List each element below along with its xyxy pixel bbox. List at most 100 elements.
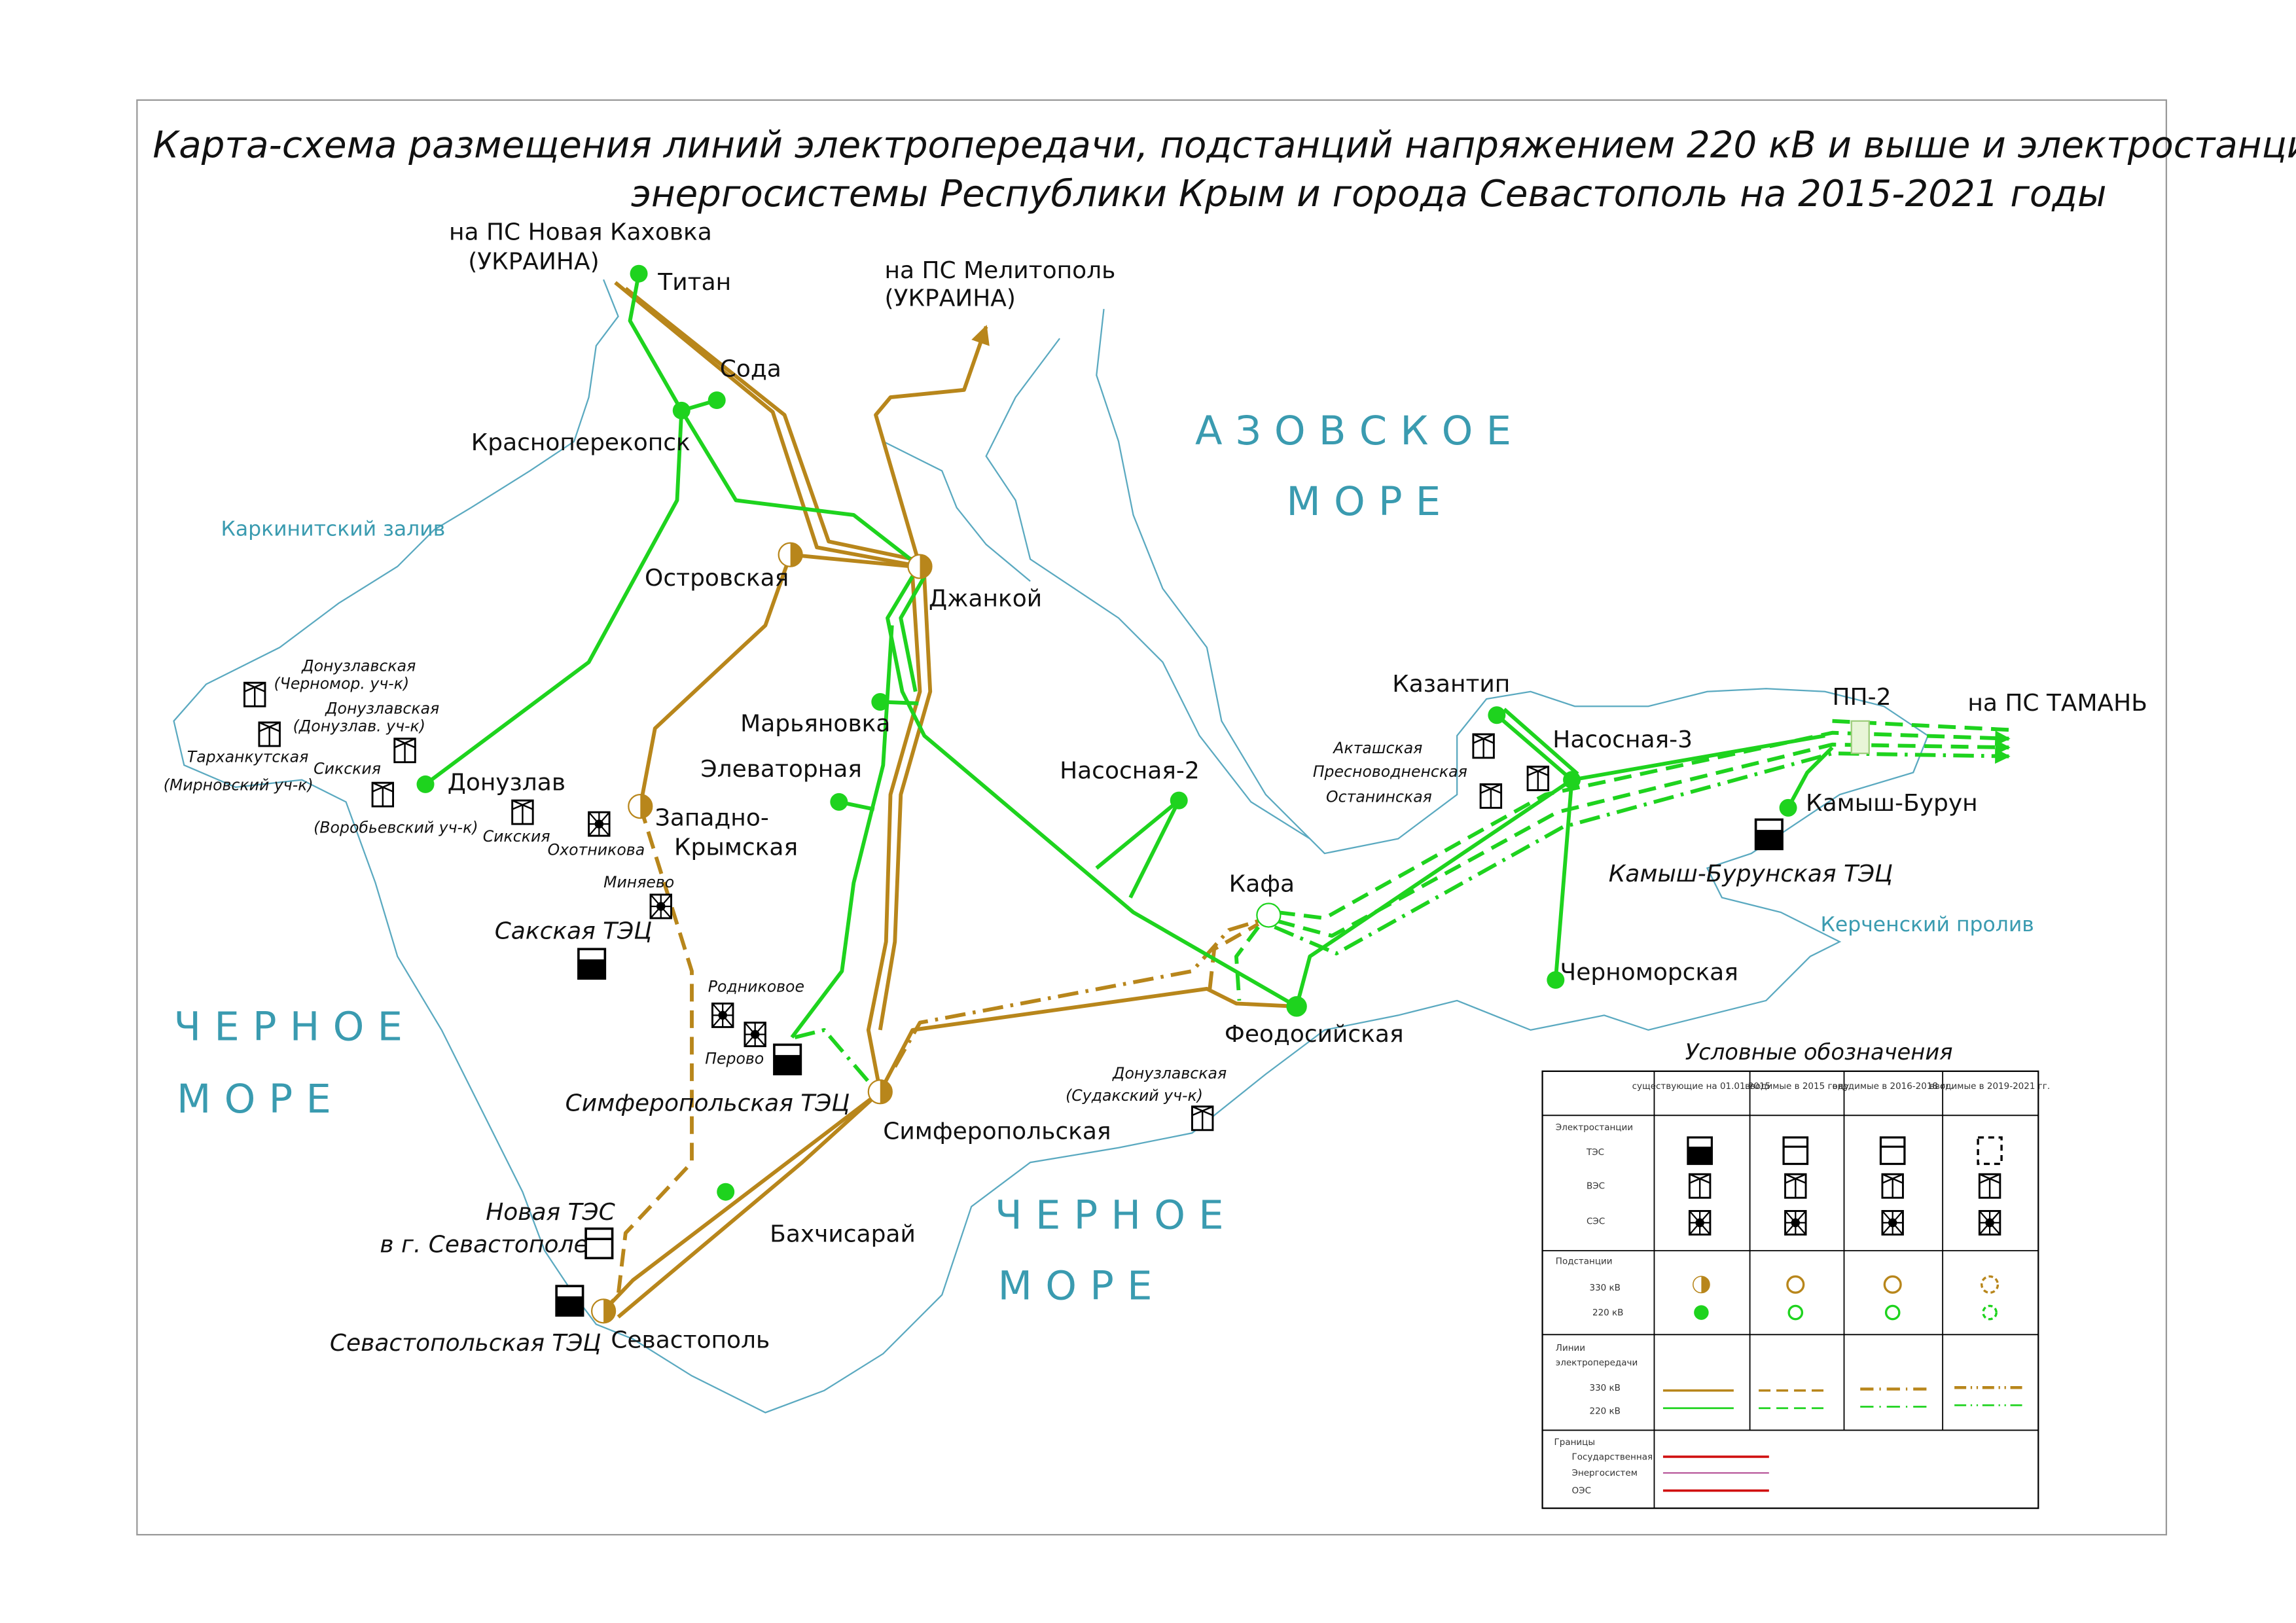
substation-feodosiyskaya[interactable]: Феодосийская: [1225, 996, 1404, 1048]
label: Насосная-3: [1552, 726, 1693, 753]
ext-melitopol-country: (УКРАИНА): [885, 285, 1016, 312]
legend-220-2016-icon: [1884, 1304, 1901, 1321]
legend-220-2019-icon: [1982, 1304, 1998, 1321]
substation-nasosnaya-3[interactable]: Насосная-3: [1552, 726, 1693, 789]
label: Камыш-Бурун: [1806, 790, 1978, 817]
legend-330-2015-icon: [1786, 1275, 1805, 1294]
substation-bakhchisaray[interactable]: Бахчисарай: [717, 1183, 916, 1248]
legend-220-existing-icon: [1694, 1305, 1709, 1320]
label: Миняево: [603, 873, 674, 891]
plant-sevastopol-tec[interactable]: Севастопольская ТЭЦ: [330, 1285, 601, 1357]
sea-black-west-2: МОРЕ: [177, 1077, 344, 1122]
wind-plant-icon[interactable]: [1479, 783, 1503, 809]
wind-plant-icon[interactable]: [1526, 765, 1550, 791]
label: Акташская: [1332, 739, 1422, 757]
ext-kakhovka: на ПС Новая Каховка: [449, 219, 712, 245]
substation-maryanovka[interactable]: Марьяновка: [740, 693, 890, 737]
wind-plant-icon[interactable]: [1191, 1105, 1214, 1132]
legend-ses-icon: [1784, 1209, 1807, 1236]
solar-plant-icon[interactable]: [649, 893, 672, 919]
substation-kafa[interactable]: Кафа: [1229, 871, 1295, 928]
legend-ves-icon: [1881, 1173, 1904, 1199]
label-line-1: Новая ТЭС: [486, 1199, 615, 1226]
wind-plant-icon[interactable]: [371, 781, 395, 808]
label: Титан: [657, 269, 731, 296]
legend-220-2015-icon: [1787, 1304, 1804, 1321]
legend-plants-header: Электростанции: [1556, 1122, 1633, 1133]
ext-melitopol: на ПС Мелитополь: [885, 257, 1116, 284]
title-line-2: энергосистемы Республики Крым и города С…: [631, 173, 2107, 215]
label-line-2: в г. Севастополе: [380, 1231, 588, 1258]
substation-krasnoperekopsk[interactable]: Красноперекопск: [471, 401, 691, 456]
legend-ves-icon: [1978, 1173, 2001, 1199]
label: Кафа: [1229, 871, 1295, 898]
legend-title: Условные обозначения: [1685, 1039, 1953, 1065]
lines-220kv: [424, 273, 2011, 1083]
label-line-2: Крымская: [674, 834, 798, 861]
substation-sevastopol[interactable]: Севастополь: [590, 1298, 770, 1354]
label: (Судакский уч-к): [1066, 1086, 1203, 1105]
label: Насосная-2: [1060, 757, 1200, 784]
substation-kazantip[interactable]: Казантип: [1392, 671, 1510, 724]
substation-ostrovskaya[interactable]: Островская: [645, 542, 803, 592]
solar-plant-icon[interactable]: [711, 1002, 734, 1028]
legend-220: 220 кВ: [1592, 1308, 1623, 1318]
legend-lines-header-2: электропередачи: [1556, 1358, 1638, 1368]
wind-plant-icon[interactable]: [243, 681, 266, 707]
label: Симферопольская: [883, 1118, 1111, 1145]
solar-plant-icon[interactable]: [744, 1022, 766, 1048]
legend-tes-2016-icon: [1879, 1136, 1906, 1166]
substation-nasosnaya-2[interactable]: Насосная-2: [1060, 757, 1200, 810]
legend-tes-existing-icon: [1687, 1136, 1713, 1166]
label: Донузлав: [448, 769, 565, 796]
legend-ses-icon: [1978, 1209, 2001, 1236]
substation-donuzlav[interactable]: Донузлав: [416, 769, 565, 796]
sea-black-west-1: ЧЕРНОЕ: [174, 1005, 416, 1050]
legend-330-2016-icon: [1883, 1275, 1902, 1294]
solar-plant-icon[interactable]: [588, 811, 611, 837]
label: Красноперекопск: [471, 429, 691, 456]
sea-azov-1: АЗОВСКОЕ: [1195, 408, 1524, 454]
wind-plant-icon[interactable]: [511, 799, 534, 825]
legend-subst-header: Подстанции: [1556, 1256, 1613, 1266]
label: Феодосийская: [1225, 1021, 1404, 1048]
legend-ves-icon: [1784, 1173, 1807, 1199]
label: Бахчисарай: [770, 1221, 916, 1248]
map-frame: [136, 99, 2168, 1536]
substation-chernomorskaya[interactable]: Черноморская: [1547, 959, 1738, 989]
label: (Черномор. уч-к): [274, 674, 409, 692]
legend-line-330: 330 кВ: [1590, 1383, 1621, 1393]
wind-plant-icon[interactable]: [393, 738, 416, 764]
substation-soda[interactable]: Сода: [708, 356, 781, 410]
plant-sakskaya-tec[interactable]: Сакская ТЭЦ: [495, 918, 653, 980]
legend-ses-icon: [1881, 1209, 1904, 1236]
plant-simferopol-tec[interactable]: Симферопольская ТЭЦ: [565, 1043, 850, 1117]
substation-dzhankoy[interactable]: Джанкой: [907, 554, 1043, 613]
substation-simferopolskaya[interactable]: Симферопольская: [867, 1079, 1111, 1145]
wind-plant-icon[interactable]: [1472, 733, 1495, 759]
legend-col-2: вводимые в 2015 году: [1745, 1081, 1849, 1092]
label: Сикския: [314, 760, 381, 778]
label: Донузлавская: [301, 656, 416, 675]
substation-zapadno-krymskaya[interactable]: Западно-Крымская: [628, 794, 798, 861]
legend-tes-2015-icon: [1782, 1136, 1809, 1166]
coastline: [173, 279, 1929, 1414]
legend-border-energy: Энергосистем: [1572, 1468, 1638, 1478]
plant-new-tes-sevastopol[interactable]: Новая ТЭС в г. Севастополе: [380, 1199, 615, 1260]
legend-330-2019-icon: [1981, 1275, 2000, 1294]
substation-elevatornaya[interactable]: Элеваторная: [700, 756, 862, 811]
switchpoint-pp-2[interactable]: ПП-2: [1833, 684, 1892, 755]
sea-azov-2: МОРЕ: [1286, 479, 1454, 525]
wind-plant-icon[interactable]: [258, 721, 281, 747]
sea-black-south-1: ЧЕРНОЕ: [995, 1192, 1237, 1238]
label: Камыш-Бурунская ТЭЦ: [1609, 861, 1893, 887]
title-line-1: Карта-схема размещения линий электропере…: [152, 124, 2296, 167]
legend-ves: ВЭС: [1587, 1181, 1605, 1192]
legend-col-4: вводимые в 2019-2021 гг.: [1929, 1081, 2050, 1092]
substation-kamysh-burun[interactable]: Камыш-Бурун: [1779, 790, 1978, 817]
legend-tes: ТЭС: [1586, 1147, 1604, 1158]
plant-kamysh-burun-tec[interactable]: Камыш-Бурунская ТЭЦ: [1609, 818, 1893, 887]
substation-titan[interactable]: Титан: [630, 264, 732, 296]
legend-lines-header-1: Линии: [1556, 1343, 1585, 1353]
label: (Мирновский уч-к): [164, 776, 314, 794]
